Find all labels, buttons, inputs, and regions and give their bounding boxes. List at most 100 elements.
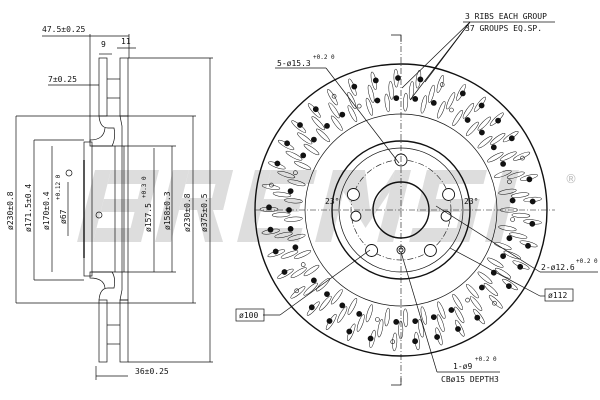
drilled-hole xyxy=(374,97,381,104)
cooling-rib-slot xyxy=(271,212,291,218)
cooling-rib-slot xyxy=(347,91,357,110)
cooling-rib-slot xyxy=(274,231,293,239)
drilled-hole xyxy=(417,76,424,83)
cooling-rib-slot xyxy=(277,170,296,179)
cooling-rib-slot xyxy=(356,314,365,332)
cooling-rib-slot xyxy=(506,171,525,179)
bolt-holes-tolerance: +0.2 0 xyxy=(313,54,335,61)
cooling-rib-slot xyxy=(392,332,398,352)
ribs-note-line2: 37 GROUPS EQ.SP. xyxy=(465,24,542,33)
drilled-hole xyxy=(412,338,418,345)
cooling-rib-slot xyxy=(377,319,384,338)
cooling-rib-slot xyxy=(420,95,427,114)
side-section-view: 47.5±0.25 9 11 7±0.25 ø230±0.8 ø171.5±0.… xyxy=(6,25,213,380)
drilled-hole xyxy=(434,334,440,340)
angle-left-label: 23° xyxy=(325,197,339,206)
cooling-rib-slot xyxy=(330,115,343,131)
cooling-rib-slot xyxy=(498,188,517,195)
dim-dia-170: ø170±0.4 xyxy=(42,191,51,230)
cooling-rib-slot xyxy=(494,170,512,178)
pin-holes-label: 2-ø12.6 xyxy=(541,263,575,272)
cooling-rib-slot xyxy=(303,282,318,296)
drilled-hole xyxy=(331,93,337,99)
cooling-rib-slot xyxy=(290,267,307,279)
drilled-hole xyxy=(449,107,454,113)
cooling-rib-slot xyxy=(452,109,463,127)
drilled-hole xyxy=(500,253,506,259)
cooling-rib-slot xyxy=(261,184,281,190)
cooling-rib-slot xyxy=(303,264,320,277)
cooling-rib-slot xyxy=(477,271,493,284)
cooling-rib-slot xyxy=(303,143,320,156)
drilled-hole xyxy=(281,269,288,275)
cooling-rib-slot xyxy=(465,121,479,137)
drilled-hole xyxy=(508,135,515,142)
cooling-rib-slot xyxy=(462,103,475,119)
dim-dia-157-5: ø157.5 xyxy=(144,203,153,232)
dim-dia-375: ø375±0.5 xyxy=(200,193,209,232)
drilled-hole xyxy=(510,217,515,222)
drilled-hole xyxy=(339,302,346,309)
drilled-hole xyxy=(269,182,274,188)
drilled-hole xyxy=(356,310,363,317)
cooling-rib-slot xyxy=(510,192,530,198)
cooling-rib-slot xyxy=(330,289,343,305)
drilled-hole xyxy=(412,318,419,324)
drilled-hole xyxy=(464,117,471,123)
drilled-hole xyxy=(526,176,533,183)
drilled-hole xyxy=(390,339,396,345)
drilled-hole xyxy=(375,317,380,322)
drilled-hole xyxy=(324,291,330,297)
cooling-rib-slot xyxy=(420,306,427,325)
cooling-rib-slot xyxy=(488,295,503,309)
cooling-rib-slot xyxy=(477,136,493,149)
drilled-hole xyxy=(459,90,466,97)
pin-holes-tolerance: +0.2 0 xyxy=(576,258,598,265)
cooling-rib-slot xyxy=(452,293,463,311)
cooling-rib-slot xyxy=(284,198,303,204)
cooling-rib-slot xyxy=(465,283,479,299)
cooling-rib-slot xyxy=(347,105,358,122)
drilled-hole xyxy=(465,297,470,303)
dim-dia-157-5-tolerance: +0.3 0 xyxy=(141,176,148,198)
drilled-hole xyxy=(478,102,485,109)
dim-dia-67-tolerance: +0.12 0 xyxy=(55,174,62,200)
cooling-rib-slot xyxy=(513,151,531,161)
drilled-hole xyxy=(430,314,437,320)
drilled-hole xyxy=(266,204,272,211)
cooling-rib-slot xyxy=(365,304,374,323)
dim-dia-158: ø158±0.3 xyxy=(163,191,172,230)
cooling-rib-slot xyxy=(365,97,374,116)
dim-width-total: 47.5±0.25 xyxy=(42,25,86,34)
bolt-holes-label: 5-ø15.3 xyxy=(277,59,311,68)
cooling-rib-slot xyxy=(388,81,394,100)
cooling-rib-slot xyxy=(446,92,456,110)
cooling-rib-slot xyxy=(285,150,303,161)
drilled-hole xyxy=(310,277,317,284)
front-view: 3 RIBS EACH GROUP 37 GROUPS EQ.SP. 5-ø15… xyxy=(235,12,598,386)
cooling-rib-slot xyxy=(490,133,506,145)
ribs-note-line1: 3 RIBS EACH GROUP xyxy=(465,12,547,21)
drilled-hole xyxy=(478,284,485,291)
drilled-hole xyxy=(500,160,506,167)
cooling-rib-slot xyxy=(311,116,325,131)
cooling-rib-slot xyxy=(469,296,483,311)
drilled-hole xyxy=(395,75,401,81)
drilled-hole xyxy=(300,152,307,159)
drilled-hole xyxy=(274,160,281,167)
cooling-rib-slot xyxy=(319,295,332,311)
dim-dia-230-right: ø230±0.8 xyxy=(183,193,192,232)
drilled-hole xyxy=(507,179,512,185)
cooling-rib-slot xyxy=(328,102,340,119)
cooling-rib-slot xyxy=(316,128,330,142)
drilled-hole xyxy=(267,226,274,233)
drilled-hole xyxy=(393,95,400,101)
drilled-hole xyxy=(393,318,400,325)
drilled-hole xyxy=(292,244,299,251)
cooling-rib-slot xyxy=(428,84,435,103)
cooling-rib-slot xyxy=(418,319,424,338)
cooling-rib-slot xyxy=(436,314,445,332)
dim-rib-right: 11 xyxy=(121,37,131,46)
